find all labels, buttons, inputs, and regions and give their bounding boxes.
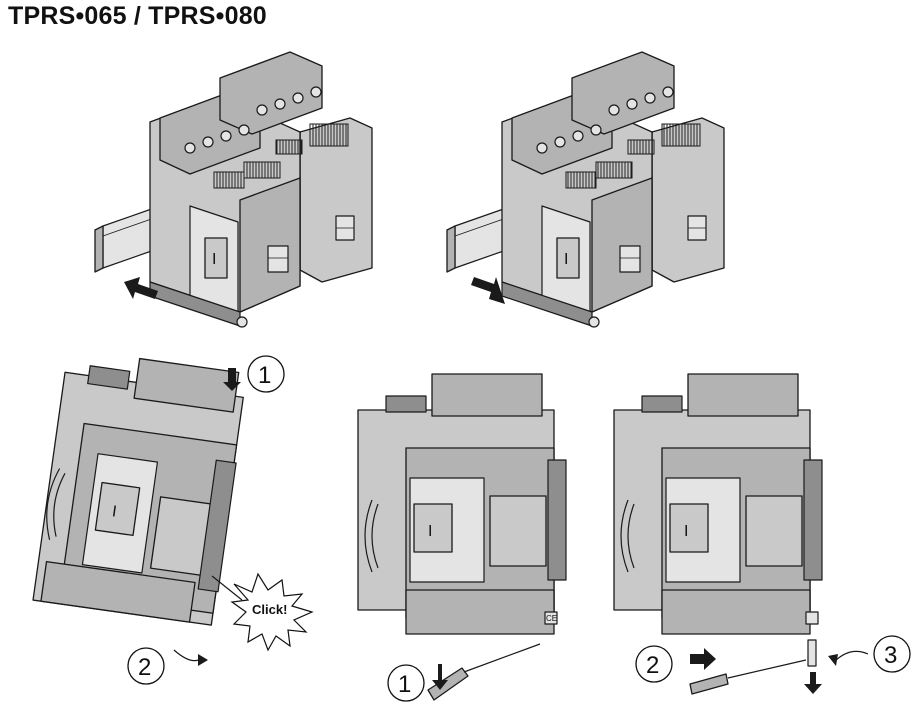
- step-3-badge: 3: [884, 642, 897, 669]
- device-mark-icon: I: [564, 251, 568, 268]
- bottom-right-mounting: I 2 3: [613, 373, 911, 695]
- screwdriver-1: [427, 643, 541, 701]
- terminal-blocks-left: [159, 51, 323, 189]
- device-mark-icon: I: [111, 503, 118, 520]
- terminal-blocks-right: [511, 51, 675, 189]
- page-title: TPRS•065 / TPRS•080: [8, 2, 267, 30]
- bottom-middle-mounting: I CE 1: [357, 373, 567, 702]
- device-mark-icon: I: [684, 523, 688, 540]
- screwdriver-2: [689, 659, 807, 695]
- bottom-left-mounting: I 1 2 Click!: [32, 355, 314, 685]
- arrow-down-icon-1: [223, 368, 241, 391]
- step-1-badge: 1: [258, 362, 271, 389]
- top-right-assembly: I: [446, 51, 725, 328]
- click-label: Click!: [252, 602, 287, 617]
- step-2-badge: 2: [138, 654, 151, 681]
- arrow-right-icon: [471, 277, 505, 304]
- ce-mark: CE: [546, 614, 557, 623]
- arrow-left-icon: [124, 277, 158, 299]
- arrow-right-icon-2: [690, 648, 716, 670]
- step-2-badge-b: 2: [646, 652, 659, 679]
- arrow-down-icon-2: [804, 672, 822, 694]
- step-1-badge-b: 1: [398, 671, 411, 698]
- top-left-assembly: I: [94, 51, 373, 328]
- device-mark-icon: I: [428, 523, 432, 540]
- click-burst: Click!: [211, 572, 314, 652]
- arrow-up-icon: [432, 664, 448, 690]
- device-mark-icon: I: [212, 251, 216, 268]
